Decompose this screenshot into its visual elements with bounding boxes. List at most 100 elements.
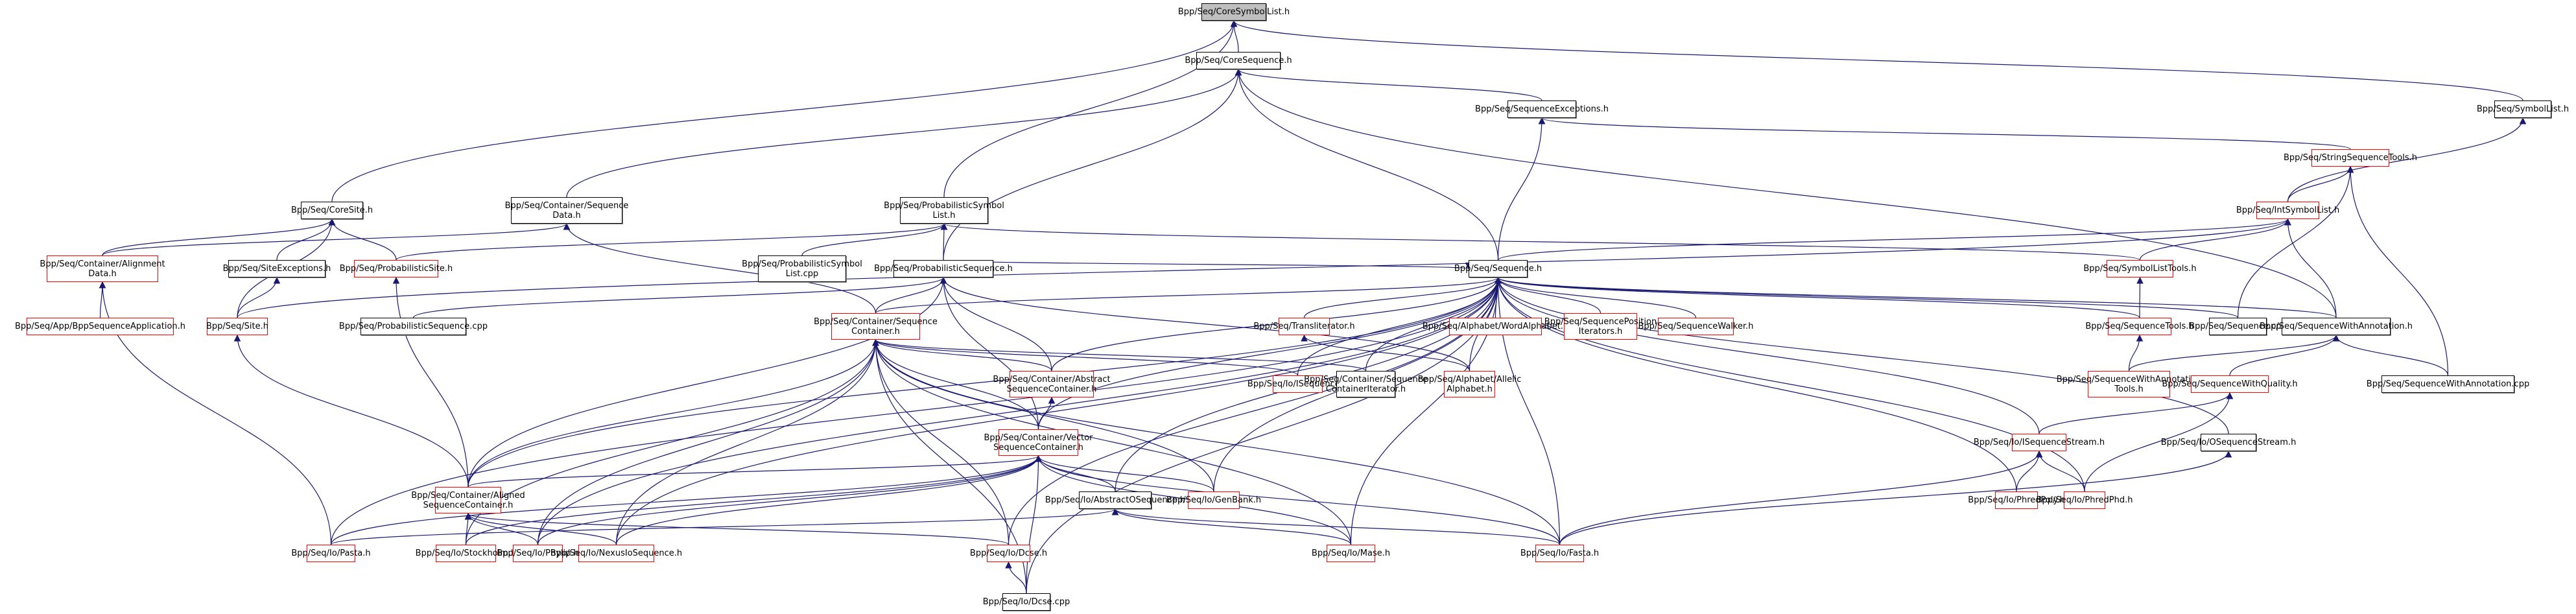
node-vectorseqcontainer[interactable]: Bpp/Seq/Container/Vector SequenceContain… xyxy=(984,429,1093,456)
node-sequencecpp[interactable]: Bpp/Seq/Sequence.cpp xyxy=(2189,318,2287,335)
edge-sequencecontainer-to-sequencedata xyxy=(563,222,877,314)
edge-vectorseqcontainer-to-sequencecontainer xyxy=(872,338,1039,430)
node-osequencestream[interactable]: Bpp/Seq/Io/OSequenceStream.h xyxy=(2161,434,2296,451)
edge-phylip-to-alignedseqcontainer xyxy=(464,512,539,545)
edge-alignmentdata-to-coresite xyxy=(102,218,336,256)
edge-seqposition-to-sequence xyxy=(1495,276,1601,314)
node-site[interactable]: Bpp/Seq/Site.h xyxy=(206,318,268,335)
edge-symbollist-to-coresymbollist xyxy=(1230,19,2523,101)
edge-intsymbollist-to-stringsequencetools xyxy=(2287,165,2354,202)
node-phredphd[interactable]: Bpp/Seq/Io/PhredPhd.h xyxy=(2037,491,2133,509)
edge-sequencetools-to-sequence xyxy=(1495,276,2140,318)
node-allelicalphabet[interactable]: Bpp/Seq/Alphabet/Allelic Alphabet.h xyxy=(1418,371,1521,397)
node-coresymbollist[interactable]: Bpp/Seq/CoreSymbolList.h xyxy=(1178,3,1290,21)
edge-sequencedata-to-coresequence xyxy=(566,68,1242,198)
node-siteexceptions[interactable]: Bpp/Seq/SiteExceptions.h xyxy=(223,260,331,277)
node-intsymbollist[interactable]: Bpp/Seq/IntSymbolList.h xyxy=(2236,202,2339,219)
edge-allelicalphabet-to-probsequence xyxy=(939,276,1471,372)
edge-pasta-to-vectorseqcontainer xyxy=(330,455,1042,545)
edge-fasta-to-osequencestream xyxy=(1559,450,2232,545)
edge-alignedseqcontainer-to-probsite xyxy=(392,276,469,488)
edge-probsite-to-coresite xyxy=(328,218,397,261)
edge-mase-to-abstractosequence xyxy=(1111,508,1352,545)
edge-phredphd-to-sequence xyxy=(1495,276,2085,492)
edge-probsequence-to-coresequence xyxy=(943,68,1242,261)
node-sequencewalker[interactable]: Bpp/Seq/SequenceWalker.h xyxy=(1638,318,1754,335)
edge-sequencecontainer-to-probsequence xyxy=(875,276,947,314)
edge-probsymbollistcpp-to-probsymbollist xyxy=(801,222,948,256)
edge-alignmentdata-to-sequencedata xyxy=(102,222,571,256)
edge-alignedseqcontainer-to-probsequence xyxy=(467,276,947,488)
edge-alignedseqcontainer-to-sequencecontainer xyxy=(467,338,879,488)
edge-dcsecpp-to-vectorseqcontainer xyxy=(1026,455,1042,594)
edge-seqwithannotcpp-to-seqwithannot xyxy=(2332,334,2449,376)
edge-osequencestream-to-sequence xyxy=(1495,276,2229,434)
node-seqwithquality[interactable]: Bpp/Seq/SequenceWithQuality.h xyxy=(2162,375,2298,393)
edge-sequencecontainer-to-sequence xyxy=(875,276,1502,314)
node-seqwithannottools[interactable]: Bpp/Seq/SequenceWithAnnotation Tools.h xyxy=(2057,371,2201,397)
edge-intsymbollist-to-symbollist xyxy=(2287,117,2527,202)
edge-nexus-to-alignedseqcontainer xyxy=(464,512,617,545)
edge-seqwithannottools-to-seqwithannot xyxy=(2128,334,2340,372)
node-dcse[interactable]: Bpp/Seq/Io/Dcse.h xyxy=(970,545,1047,562)
node-probsequence[interactable]: Bpp/Seq/ProbabilisticSequence.h xyxy=(874,260,1013,277)
node-pasta[interactable]: Bpp/Seq/Io/Pasta.h xyxy=(291,545,371,562)
node-seqwithannot[interactable]: Bpp/Seq/SequenceWithAnnotation.h xyxy=(2260,318,2413,335)
node-sequence[interactable]: Bpp/Seq/Sequence.h xyxy=(1454,260,1542,277)
edge-transliterator-to-sequence xyxy=(1303,276,1502,318)
edge-abstractseqcontainer-to-probsequence xyxy=(939,276,1052,372)
edge-probsymbollist-to-coresymbollist xyxy=(943,19,1238,198)
node-alignedseqcontainer[interactable]: Bpp/Seq/Container/Aligned SequenceContai… xyxy=(411,487,525,514)
node-stockholm[interactable]: Bpp/Seq/Io/Stockholm.h xyxy=(416,545,516,562)
edge-phylip-to-sequencecontainer xyxy=(537,338,879,545)
node-coresite[interactable]: Bpp/Seq/CoreSite.h xyxy=(291,202,373,219)
node-sequencedata[interactable]: Bpp/Seq/Container/Sequence Data.h xyxy=(505,197,628,224)
edge-isequencestream-to-seqwithquality xyxy=(2038,392,2234,434)
edge-isequence-to-sequencecontainer xyxy=(872,338,1299,376)
node-coresequence[interactable]: Bpp/Seq/CoreSequence.h xyxy=(1185,52,1292,69)
edge-dcsecpp-to-sequence xyxy=(1026,276,1502,594)
node-probsymbollistcpp[interactable]: Bpp/Seq/ProbabilisticSymbol List.cpp xyxy=(742,255,862,282)
node-sequencecontainer[interactable]: Bpp/Seq/Container/Sequence Container.h xyxy=(814,313,938,340)
node-phylip[interactable]: Bpp/Seq/Io/Phylip.h xyxy=(497,545,579,562)
node-transliterator[interactable]: Bpp/Seq/Transliterator.h xyxy=(1253,318,1355,335)
node-seqposition[interactable]: Bpp/Seq/SequencePosition Iterators.h xyxy=(1544,313,1657,340)
node-alignmentdata[interactable]: Bpp/Seq/Container/Alignment Data.h xyxy=(40,255,165,282)
edge-pasta-to-sequence xyxy=(330,276,1502,545)
node-bppseqapp[interactable]: Bpp/Seq/App/BppSequenceApplication.h xyxy=(15,318,185,335)
node-abstractosequence[interactable]: Bpp/Seq/Io/AbstractOSequence.h xyxy=(1045,491,1185,509)
node-fasta[interactable]: Bpp/Seq/Io/Fasta.h xyxy=(1520,545,1599,562)
edge-abstractseqcontainer-to-sequence xyxy=(1051,276,1502,372)
edge-bppseqapp-to-alignmentdata xyxy=(99,281,106,318)
edge-nexus-to-vectorseqcontainer xyxy=(615,455,1042,545)
node-seqwithannotcpp[interactable]: Bpp/Seq/SequenceWithAnnotation.cpp xyxy=(2367,375,2529,393)
edge-probsequence-to-sequence xyxy=(943,259,1472,270)
node-genbank[interactable]: Bpp/Seq/Io/GenBank.h xyxy=(1166,491,1261,509)
node-wordalphabet[interactable]: Bpp/Seq/Alphabet/WordAlphabet.h xyxy=(1423,318,1568,335)
node-probsequencecpp[interactable]: Bpp/Seq/ProbabilisticSequence.cpp xyxy=(339,318,488,335)
node-phredpoly[interactable]: Bpp/Seq/Io/PhredPoly.h xyxy=(1968,491,2065,509)
edge-probsequencecpp-to-probsequence xyxy=(412,276,947,318)
node-abstractseqcontainer[interactable]: Bpp/Seq/Container/Abstract SequenceConta… xyxy=(993,371,1111,397)
node-symbollist[interactable]: Bpp/Seq/SymbolList.h xyxy=(2477,100,2569,118)
edge-site-to-intsymbollist xyxy=(237,218,2291,318)
edge-coresequence-to-coresymbollist xyxy=(1230,19,1239,53)
node-sequenceexceptions[interactable]: Bpp/Seq/SequenceExceptions.h xyxy=(1475,100,1609,118)
edge-seqwithquality-to-seqwithannot xyxy=(2229,334,2340,376)
node-probsymbollist[interactable]: Bpp/Seq/ProbabilisticSymbol List.h xyxy=(884,197,1004,224)
node-probsite[interactable]: Bpp/Seq/ProbabilisticSite.h xyxy=(340,260,453,277)
node-mase[interactable]: Bpp/Seq/Io/Mase.h xyxy=(1312,545,1390,562)
edge-alignedseqcontainer-to-vectorseqcontainer xyxy=(467,455,1042,488)
node-isequencestream[interactable]: Bpp/Seq/Io/ISequenceStream.h xyxy=(1974,434,2105,451)
node-stringsequencetools[interactable]: Bpp/Seq/StringSequenceTools.h xyxy=(2284,149,2417,167)
node-sequencetools[interactable]: Bpp/Seq/SequenceTools.h xyxy=(2085,318,2194,335)
edge-isequencestream-to-sequence xyxy=(1495,276,2040,434)
node-nexus[interactable]: Bpp/Seq/Io/NexusIoSequence.h xyxy=(550,545,682,562)
edge-sequencecpp-to-stringsequencetools xyxy=(2237,165,2354,318)
edge-nexus-to-sequence xyxy=(615,276,1502,545)
node-dcsecpp[interactable]: Bpp/Seq/Io/Dcse.cpp xyxy=(983,593,1070,611)
node-symbollisttools[interactable]: Bpp/Seq/SymbolListTools.h xyxy=(2083,260,2197,277)
node-seqcontaineriter[interactable]: Bpp/Seq/Container/Sequence ContainerIter… xyxy=(1304,371,1428,397)
edge-fasta-to-isequencestream xyxy=(1559,450,2043,545)
